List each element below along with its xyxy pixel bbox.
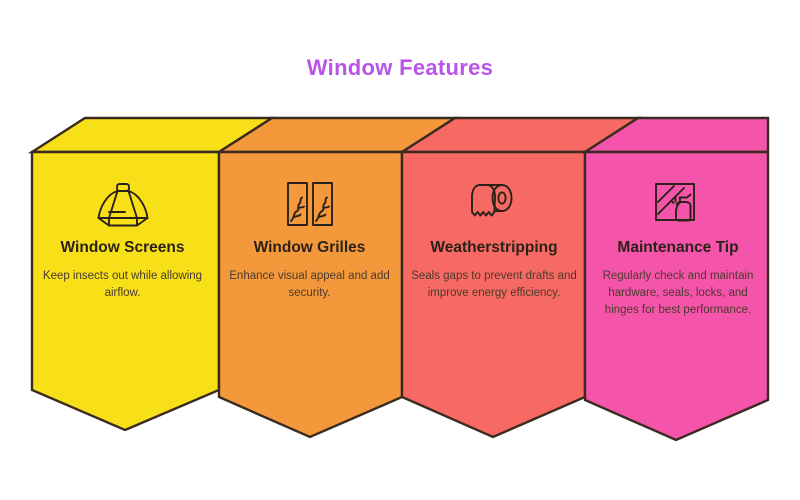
panel-2-body-text: Enhance visual appeal and add security. (229, 270, 390, 300)
panel-weatherstripping[interactable] (397, 116, 643, 439)
panel-3-content: Weatherstripping Seals gaps to prevent d… (405, 180, 583, 302)
panel-1-body-text: Keep insects out while allowing airflow. (42, 270, 203, 300)
panel-2-content: Window Grilles Enhance visual appeal and… (222, 180, 397, 302)
panel-maintenance-tip[interactable] (580, 116, 770, 442)
page-title: Window Features (306, 55, 494, 80)
panel-4-body (583, 150, 770, 442)
weatherstripping-roll-icon (471, 184, 513, 217)
panel-3-body (400, 150, 587, 439)
panel-2-heading: Window Grilles (253, 239, 366, 256)
spray-bottle-window-icon (655, 183, 695, 222)
panel-window-grilles[interactable] (214, 116, 460, 439)
panel-4-heading: Maintenance Tip (617, 239, 739, 256)
window-grilles-icon (286, 182, 333, 226)
panel-3-heading: Weatherstripping (430, 239, 558, 256)
window-screen-icon (97, 183, 148, 227)
panel-3-body-text: Seals gaps to prevent drafts and improve… (411, 270, 577, 300)
panel-4-content: Maintenance Tip Regularly check and main… (590, 180, 766, 318)
panel-4-body-text: Regularly check and maintain hardware, s… (602, 270, 754, 316)
panel-1-content: Window Screens Keep insects out while al… (35, 180, 210, 302)
panel-1-body (30, 150, 221, 432)
panel-1-heading: Window Screens (60, 239, 185, 256)
panel-2-body (217, 150, 404, 439)
